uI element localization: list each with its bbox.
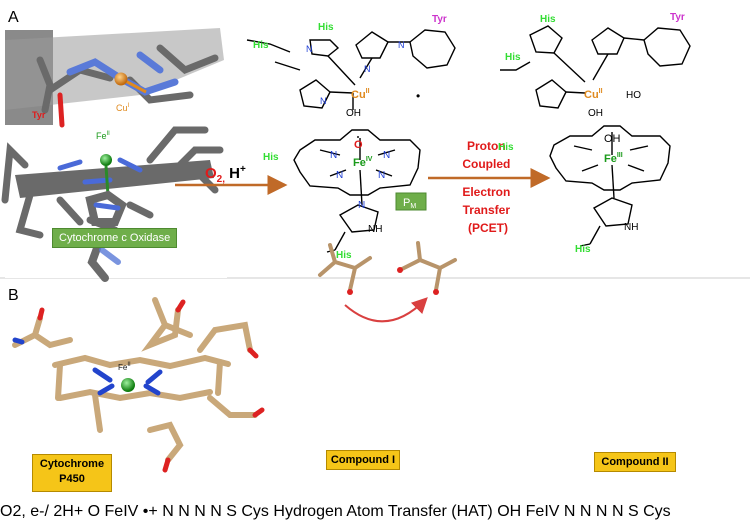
pm-n-8: N — [378, 170, 385, 181]
p450-badge-line2: P450 — [59, 473, 85, 485]
cmpd1-s: S — [226, 503, 237, 520]
panel-b-letter: B — [8, 287, 19, 304]
right-cu-oh: OH — [588, 108, 603, 119]
p450-badge: Cytochrome P450 — [32, 454, 112, 492]
cmpd2-n-2: N — [579, 503, 592, 520]
cmpd1-radical: •+ — [142, 503, 158, 520]
pm-his-top: His — [318, 22, 334, 33]
arrow-b1: O2, e-/ 2H+ O FeIV •+ N N N N S Cys Hydr… — [0, 228, 676, 520]
pm-his-axial: His — [336, 250, 352, 261]
cmpd2-n-3: N — [595, 503, 608, 520]
pm-his-bottom: His — [263, 152, 279, 163]
render-fe-label: FeII — [96, 131, 110, 141]
pm-cu-oh: OH — [346, 108, 361, 119]
cco-badge: Cytochrome c Oxidase — [52, 228, 178, 248]
pm-n-4: N — [320, 96, 327, 106]
arrow-b1-electrons: e-/ 2H+ — [30, 503, 84, 520]
pm-n-3: N — [398, 40, 405, 50]
cmpd2-n-4: N — [611, 503, 624, 520]
cmpd1-n-4: N — [210, 503, 222, 520]
right-fe: FeIII — [604, 152, 623, 165]
pm-nh-axial: NH — [368, 224, 382, 235]
arrow-b1-o2: O2, — [0, 503, 26, 520]
cmpd1-n-2: N — [178, 503, 190, 520]
pm-cu: CuII — [351, 88, 370, 101]
cmpd2-cys: Cys — [643, 503, 671, 520]
cmpd2-fe: FeIV — [525, 503, 560, 520]
right-cu: CuII — [584, 88, 603, 101]
pm-fe: FeIV — [353, 156, 373, 169]
right-his-top: His — [540, 14, 556, 25]
figure: A Tyr CuI — [0, 9, 750, 520]
cmpd1-fe: FeIV — [104, 503, 139, 520]
right-his-axial: His — [575, 244, 591, 255]
compound-2-badge: Compound II — [594, 452, 676, 472]
pm-tyr-radical: • — [416, 89, 420, 103]
pm-structure — [246, 29, 456, 253]
arrow-b2: Hydrogen Atom Transfer (HAT) OH FeIV N N… — [32, 228, 676, 520]
right-nh-axial: NH — [624, 222, 638, 233]
cmpd1-oxo: O — [87, 503, 101, 520]
pm-n-axial: N — [358, 200, 365, 211]
pcet-product-structure — [500, 25, 691, 247]
pm-nh-1: N — [306, 44, 313, 54]
cmpd1-n-3: N — [194, 503, 206, 520]
right-his-bottom: His — [498, 142, 514, 153]
cmpd2-oh: OH — [497, 503, 522, 520]
pm-n-6: N — [383, 150, 390, 161]
right-tyr: Tyr — [670, 12, 685, 23]
tyr-interconversion — [318, 241, 457, 323]
pm-oxo: O — [354, 139, 363, 151]
cmpd2-s: S — [627, 503, 639, 520]
pm-his-left: His — [253, 40, 269, 51]
right-his-left: His — [505, 52, 521, 63]
right-fe-oh: OH — [604, 133, 621, 145]
cmpd1-cys: Cys — [241, 503, 269, 520]
pm-tyr: Tyr — [432, 14, 447, 25]
compound-1-badge: Compound I — [326, 450, 400, 470]
pm-n-7: N — [336, 170, 343, 181]
cmpd1-n-1: N — [162, 503, 174, 520]
arrow-a1-label: O2, H+ — [205, 164, 246, 185]
p450-fe-label: FeII — [118, 362, 131, 372]
arrow-b2-label: Hydrogen Atom Transfer (HAT) — [273, 503, 493, 520]
p450-badge-line1: Cytochrome — [39, 458, 105, 470]
p450-render: FeII — [12, 297, 265, 473]
pm-n-5: N — [330, 150, 337, 161]
pm-badge — [395, 192, 427, 211]
arrow-a2-label: Proton Coupled Electron Transfer (PCET) — [462, 139, 513, 235]
render-cu-label: CuI — [116, 103, 130, 113]
render-tyr-label: Tyr — [32, 110, 46, 120]
right-tyr-oh: HO — [626, 90, 641, 101]
pm-badge-text: PM — [403, 197, 416, 210]
cco-render: Tyr CuI FeII — [1, 28, 227, 282]
pm-n-2: N — [364, 64, 371, 74]
figure-canvas: A Tyr CuI — [0, 9, 750, 473]
panel-a-letter: A — [8, 9, 19, 26]
cmpd2-n-1: N — [563, 503, 576, 520]
